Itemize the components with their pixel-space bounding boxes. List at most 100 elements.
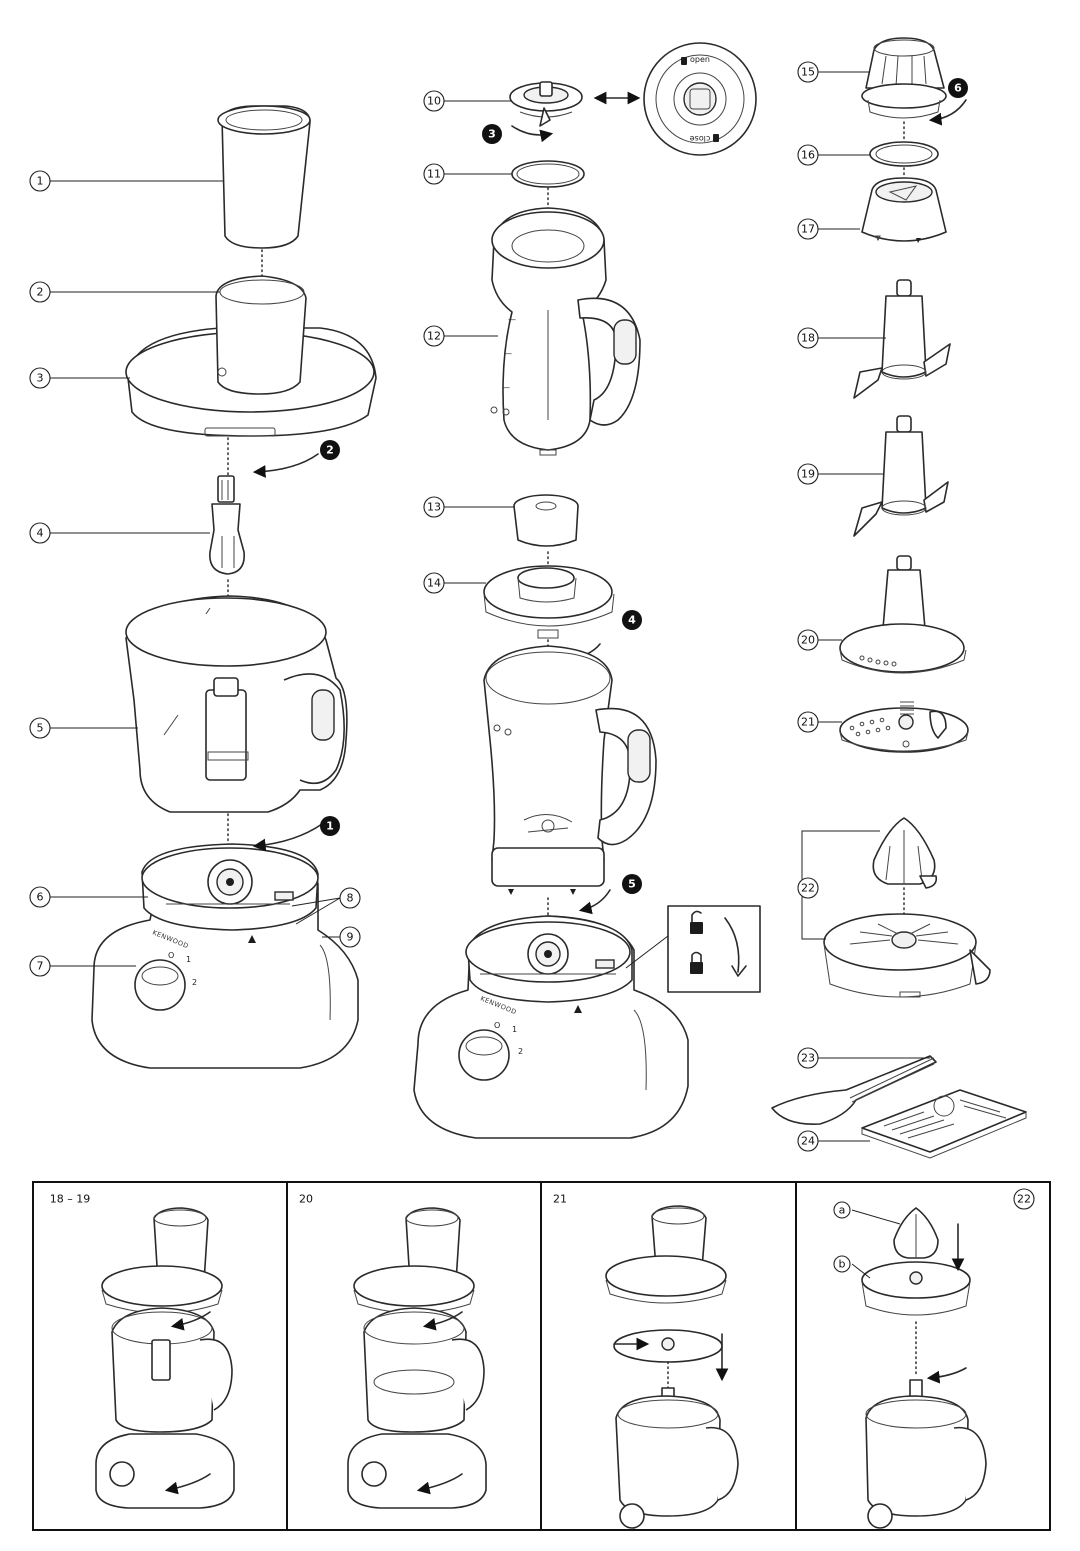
step-badge-2: 2 xyxy=(320,440,340,460)
svg-text:O: O xyxy=(168,951,174,960)
blender-jug-assembled xyxy=(483,645,657,895)
svg-text:22: 22 xyxy=(1017,1193,1031,1206)
svg-text:1: 1 xyxy=(186,955,191,964)
emulsifying-disc-part xyxy=(839,555,967,674)
svg-text:13: 13 xyxy=(427,501,441,514)
svg-text:14: 14 xyxy=(427,577,441,590)
svg-text:20: 20 xyxy=(801,634,815,647)
open-label: open xyxy=(690,55,710,64)
pusher-part xyxy=(217,105,311,249)
callout-23: 23 xyxy=(797,1047,819,1069)
panel-label-21: 21 xyxy=(553,1193,567,1206)
svg-text:2: 2 xyxy=(37,286,44,299)
callout-5: 5 xyxy=(29,717,51,739)
svg-text:10: 10 xyxy=(427,95,441,108)
leader-lines xyxy=(50,71,930,1142)
svg-text:18: 18 xyxy=(801,332,815,345)
callout-15: 15 xyxy=(797,61,819,83)
food-processor-assembly: KENWOOD O 1 2 xyxy=(91,105,377,1069)
panel-18-19-illustration xyxy=(95,1207,235,1509)
knife-blade-part xyxy=(853,279,951,399)
callout-9: 9 xyxy=(339,926,361,948)
svg-text:—: — xyxy=(508,315,516,324)
svg-text:16: 16 xyxy=(801,149,815,162)
svg-text:23: 23 xyxy=(801,1052,815,1065)
callout-14: 14 xyxy=(423,572,445,594)
drive-shaft-part xyxy=(209,475,245,575)
svg-text:19: 19 xyxy=(801,468,815,481)
svg-text:9: 9 xyxy=(347,931,354,944)
svg-text:22: 22 xyxy=(801,882,815,895)
svg-text:1: 1 xyxy=(37,175,44,188)
svg-text:7: 7 xyxy=(37,960,44,973)
bowl-lid-part xyxy=(125,275,377,437)
svg-text:4: 4 xyxy=(37,527,44,540)
slicing-disc-part xyxy=(839,701,969,753)
step-badge-3: 3 xyxy=(482,124,502,144)
svg-text:O: O xyxy=(494,1021,500,1030)
blender-assembly: open close — — — xyxy=(413,42,761,1139)
callout-18: 18 xyxy=(797,327,819,349)
panel-label-20: 20 xyxy=(299,1193,313,1206)
step-badge-6: 6 xyxy=(948,78,968,98)
svg-text:2: 2 xyxy=(518,1047,523,1056)
callout-8: 8 xyxy=(339,887,361,909)
svg-text:2: 2 xyxy=(192,978,197,987)
svg-text:11: 11 xyxy=(427,168,441,181)
panel-20-illustration xyxy=(347,1207,487,1509)
filler-cap-part xyxy=(513,494,579,547)
svg-text:2: 2 xyxy=(326,444,334,457)
unlocked-padlock-icon xyxy=(690,910,703,934)
booklet-part xyxy=(861,1089,1027,1159)
svg-text:21: 21 xyxy=(801,716,815,729)
callout-1: 1 xyxy=(29,170,51,192)
motor-base-part: KENWOOD O 1 2 xyxy=(91,843,359,1069)
mill-base-part xyxy=(861,177,947,243)
motor-base-middle: KENWOOD O 1 2 xyxy=(413,915,689,1139)
part-b-label: b xyxy=(833,1255,851,1273)
callout-20: 20 xyxy=(797,629,819,651)
callout-13: 13 xyxy=(423,496,445,518)
svg-text:3: 3 xyxy=(488,128,496,141)
callout-21: 21 xyxy=(797,711,819,733)
panel-label-22: 22 xyxy=(1013,1188,1035,1210)
accessories-column xyxy=(771,37,1027,1159)
callout-7: 7 xyxy=(29,955,51,977)
step-badge-5: 5 xyxy=(622,874,642,894)
blade-unit-part xyxy=(509,81,583,127)
blender-jug-part: — — — xyxy=(490,207,641,456)
svg-text:24: 24 xyxy=(801,1135,815,1148)
svg-text:3: 3 xyxy=(37,372,44,385)
svg-text:1: 1 xyxy=(512,1025,517,1034)
svg-text:8: 8 xyxy=(347,892,354,905)
locked-padlock-icon xyxy=(690,951,703,974)
step-badge-1: 1 xyxy=(320,816,340,836)
svg-text:17: 17 xyxy=(801,223,815,236)
svg-text:6: 6 xyxy=(954,82,962,95)
step-badge-4: 4 xyxy=(622,610,642,630)
svg-text:6: 6 xyxy=(37,891,44,904)
svg-text:b: b xyxy=(839,1258,846,1271)
svg-text:5: 5 xyxy=(628,878,636,891)
panel-22-illustration: a b xyxy=(833,1201,987,1529)
svg-text:—: — xyxy=(502,383,510,392)
callout-6: 6 xyxy=(29,886,51,908)
lock-plate-part: open close xyxy=(643,42,757,156)
panel-label-18-19: 18 – 19 xyxy=(50,1193,91,1206)
svg-text:—: — xyxy=(504,349,512,358)
processor-bowl-part xyxy=(125,595,348,813)
assembly-panels xyxy=(32,1181,1051,1531)
callout-11: 11 xyxy=(423,163,445,185)
callout-16: 16 xyxy=(797,144,819,166)
callout-17: 17 xyxy=(797,218,819,240)
callout-24: 24 xyxy=(797,1130,819,1152)
svg-text:12: 12 xyxy=(427,330,441,343)
svg-text:1: 1 xyxy=(326,820,334,833)
callout-12: 12 xyxy=(423,325,445,347)
svg-text:4: 4 xyxy=(628,614,636,627)
svg-text:15: 15 xyxy=(801,66,815,79)
close-label: close xyxy=(690,134,711,143)
spatula-part xyxy=(771,1055,937,1125)
callout-4: 4 xyxy=(29,522,51,544)
